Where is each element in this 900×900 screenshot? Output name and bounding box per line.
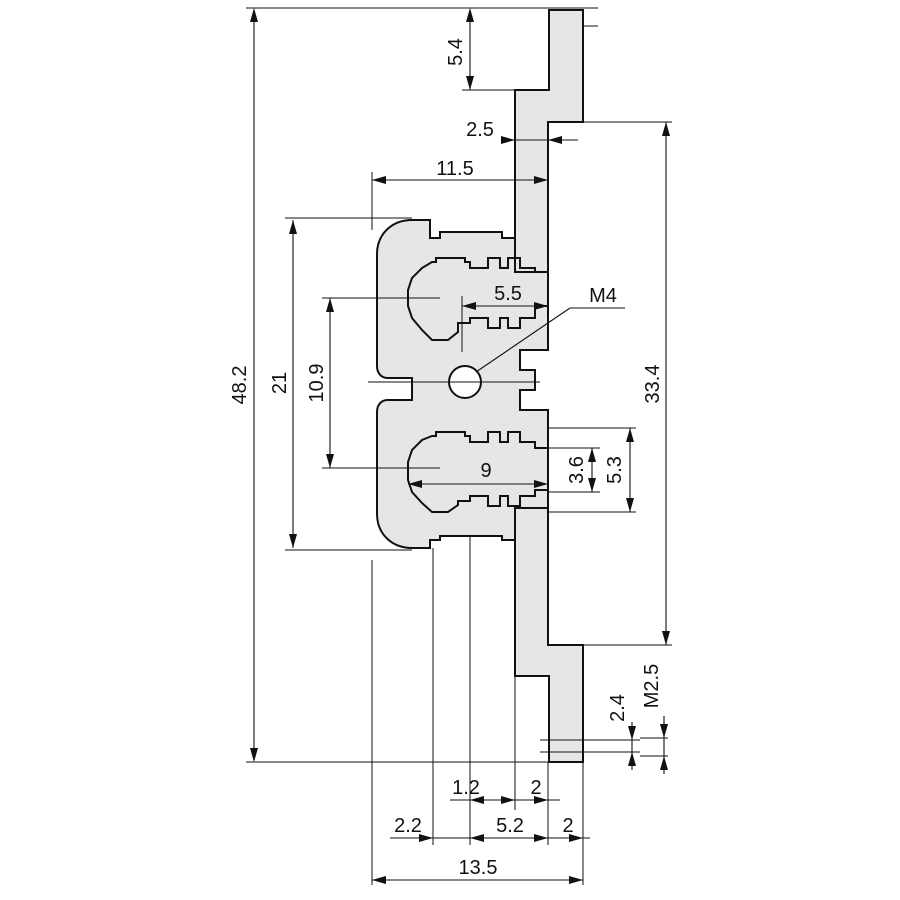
dim-web-thickness: 2: [530, 777, 541, 799]
dim-groove-width: 1.2: [452, 777, 480, 799]
bore-thread-label: M4: [589, 285, 617, 307]
dim-slot-spacing: 10.9: [306, 364, 328, 403]
dim-slot-head: 5.3: [604, 456, 626, 484]
dim-top-tab-height: 5.4: [445, 38, 467, 66]
dim-body-height: 21: [269, 372, 291, 394]
dim-overall-height: 48.2: [229, 366, 251, 405]
profile-body: [376, 9, 584, 763]
dim-center-width: 5.2: [496, 815, 524, 837]
dimension-lines: [250, 7, 670, 884]
dim-right-lip: 2: [562, 815, 573, 837]
dim-rail-length: 33.4: [642, 365, 664, 404]
dimension-labels: 48.2 5.4 2.5 11.5 21 10.9 5.5 M4 9 3.6 5…: [229, 38, 664, 879]
dim-bottom-offset: 2.4: [607, 694, 629, 722]
dim-tab-step: 2.5: [466, 119, 494, 141]
bottom-web-and-tab: [514, 507, 584, 763]
dim-slot-depth: 9: [480, 460, 491, 482]
extension-lines: [246, 7, 672, 885]
dim-left-offset: 2.2: [394, 815, 422, 837]
dim-overall-width: 13.5: [459, 857, 498, 879]
dim-slot-width: 5.5: [494, 283, 522, 305]
top-tab-and-web: [514, 9, 584, 273]
dim-bottom-thread: M2.5: [641, 664, 663, 708]
dim-width-11-5: 11.5: [436, 158, 473, 180]
dim-slot-opening: 3.6: [566, 456, 588, 484]
